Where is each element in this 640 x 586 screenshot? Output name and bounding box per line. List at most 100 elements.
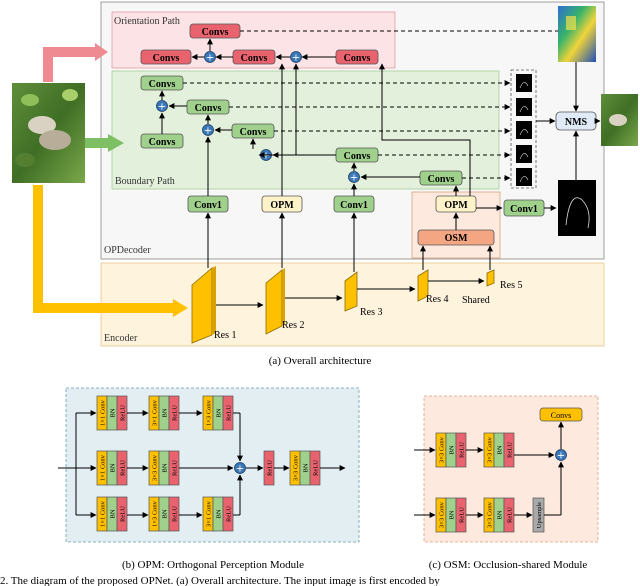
opm-r3-s2-relu: ReLU [168,496,180,532]
osm-upsample: Upsample [532,497,545,533]
opm-r1-s3-conv: 1×3 Conv [202,395,214,431]
bnd-convs-a: Convs [140,75,184,91]
svg-text:1×1 Conv: 1×1 Conv [100,399,107,426]
svg-text:Convs: Convs [241,53,268,64]
conv1-block-1: Conv1 [187,195,229,213]
opm-r1-s1-bn: BN [106,395,118,431]
opm-r1-s1-conv: 1×1 Conv [96,395,108,431]
side-output-2 [516,98,532,116]
svg-text:Convs: Convs [428,174,455,185]
ori-convs-top: Convs [189,23,241,39]
svg-text:Conv1: Conv1 [510,204,538,215]
svg-text:BN: BN [162,408,169,417]
final-output-image [601,94,638,146]
res4-block [417,269,429,302]
opm-add: + [234,462,246,475]
svg-text:1×1 Conv: 1×1 Conv [100,454,107,481]
osm-convs: Convs [539,407,583,422]
input-image [12,83,85,183]
opm-r2-s1-relu: ReLU [116,450,128,486]
orientation-input-arrow [95,43,108,61]
side-output-5 [516,168,532,186]
svg-text:ReLU: ReLU [172,506,179,522]
svg-text:Convs: Convs [202,27,229,38]
osm-top-s1-bn: BN [445,432,457,468]
side-output-4 [516,145,532,163]
res3-label: Res 3 [360,307,383,318]
osm-top-s1-conv: 3×3 Conv [435,432,447,468]
ori-convs-1: Convs [140,49,192,65]
res5-label: Res 5 [500,280,523,291]
svg-text:BN: BN [449,510,456,519]
svg-text:BN: BN [303,463,310,472]
svg-text:Upsample: Upsample [536,502,543,528]
svg-text:BN: BN [110,509,117,518]
svg-text:Convs: Convs [240,127,267,138]
svg-text:Convs: Convs [195,103,222,114]
opm-r1-s1-relu: ReLU [116,395,128,431]
svg-text:BN: BN [162,463,169,472]
osm-bot-s1-bn: BN [445,497,457,533]
svg-text:+: + [204,126,212,137]
opm-r1-s2-conv: 3×1 Conv [148,395,160,431]
opm-r1-s3-bn: BN [212,395,224,431]
svg-text:+: + [158,102,166,113]
bnd-add-2: + [202,124,214,137]
svg-text:3×1 Conv: 3×1 Conv [152,399,159,426]
nms-block: NMS [555,111,597,131]
opm-r3-s3-conv: 3×1 Conv [202,496,214,532]
ori-add-node-2: + [290,51,302,64]
osm-top-s1-relu: ReLU [455,432,467,468]
opm-out-s1-relu: ReLU [309,450,321,486]
res3-block [344,271,358,312]
bnd-convs-b: Convs [186,99,230,115]
svg-text:Convs: Convs [153,53,180,64]
ori-convs-3: Convs [335,49,379,65]
opm-out-s1-conv: 3×3 Conv [289,450,301,486]
svg-text:3×3 Conv: 3×3 Conv [152,454,159,481]
svg-text:ReLU: ReLU [507,507,514,523]
boundary-input-arrow [108,134,124,152]
encoder-input-arrow [173,299,188,317]
ori-add-node-1: + [204,51,216,64]
svg-text:ReLU: ReLU [172,405,179,421]
conv1-block-3: Conv1 [333,195,375,213]
opm-r2-s1-conv: 1×1 Conv [96,450,108,486]
opm-r2-s2-conv: 3×3 Conv [148,450,160,486]
shared-label: Shared [462,295,490,306]
osm-bot-s2-conv: 3×3 Conv [483,497,495,533]
svg-text:BN: BN [497,510,504,519]
svg-text:ReLU: ReLU [226,506,233,522]
svg-text:BN: BN [162,509,169,518]
osm-bot-s1-relu: ReLU [455,497,467,533]
bnd-convs-e: Convs [335,147,379,163]
svg-text:3×3 Conv: 3×3 Conv [439,501,446,528]
boundary-output-image [558,180,596,236]
bnd-convs-f: Convs [419,170,463,186]
svg-text:ReLU: ReLU [120,405,127,421]
res1-block [191,266,216,344]
svg-text:Convs: Convs [149,137,176,148]
svg-text:Conv1: Conv1 [340,200,368,211]
opm-r3-s1-conv: 1×1 Conv [96,496,108,532]
opm-r3-s1-bn: BN [106,496,118,532]
svg-text:BN: BN [449,445,456,454]
svg-text:1×3 Conv: 1×3 Conv [206,399,213,426]
orientation-output-image [558,6,596,62]
figure-footer: 2. The diagram of the proposed OPNet. (a… [0,575,440,586]
svg-text:ReLU: ReLU [226,405,233,421]
encoder-label: Encoder [104,333,138,344]
svg-text:OPM: OPM [270,200,294,211]
svg-text:OSM: OSM [445,233,468,244]
svg-text:3×1 Conv: 3×1 Conv [206,500,213,527]
conv1-final: Conv1 [503,199,545,217]
osm-bot-s2-bn: BN [493,497,505,533]
svg-text:Convs: Convs [344,53,371,64]
side-output-3 [516,121,532,139]
svg-text:1×3 Conv: 1×3 Conv [152,500,159,527]
opm-block-shared: OPM [435,195,477,213]
ori-convs-2: Convs [232,49,276,65]
side-output-1 [516,74,532,92]
